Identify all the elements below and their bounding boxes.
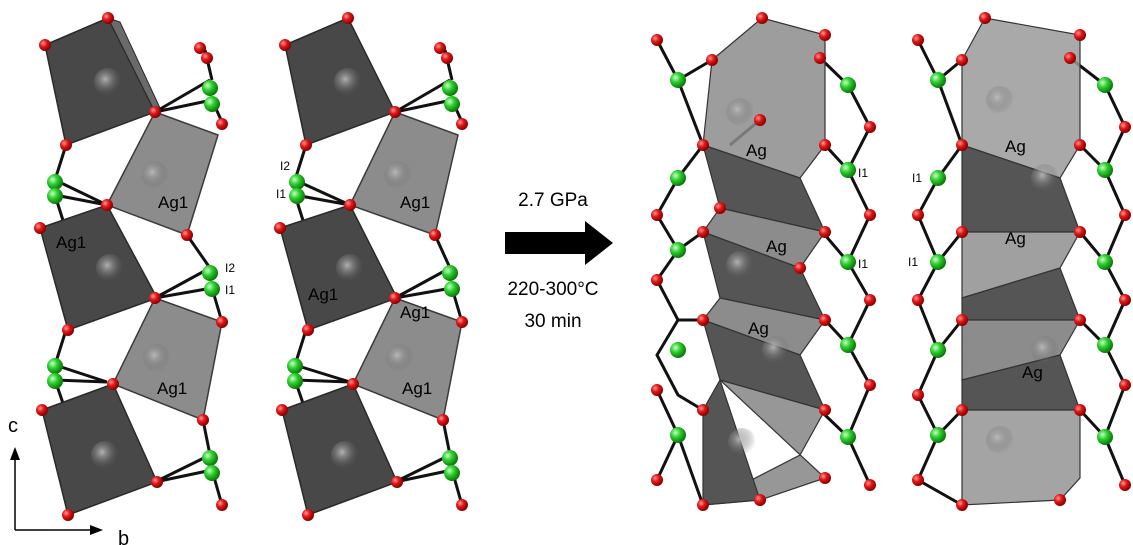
ag-label: Ag <box>1022 363 1043 382</box>
pressure-label: 2.7 GPa <box>518 190 588 211</box>
oxygen-atoms <box>651 12 876 511</box>
duration-label: 30 min <box>524 311 581 332</box>
temperature-label: 220-300°C <box>507 279 598 300</box>
ag-label: Ag <box>1005 229 1026 248</box>
b-axis-label: b <box>118 528 129 545</box>
oxygen-atoms <box>274 12 468 521</box>
iodine-label: I1 <box>858 166 868 180</box>
ag-polyhedron <box>107 17 161 113</box>
ag-label: Ag1 <box>56 233 86 252</box>
iodine-atoms <box>670 72 856 445</box>
ag-label: Ag1 <box>157 379 187 398</box>
ag-label: Ag1 <box>402 379 432 398</box>
iodine-label: I2 <box>280 159 290 173</box>
iodine-label: I1 <box>858 257 868 271</box>
ag-label: Ag1 <box>400 193 430 212</box>
c-axis-label: c <box>8 415 18 437</box>
iodine-label: I1 <box>908 255 918 269</box>
bonds <box>293 49 464 506</box>
iodine-label: I2 <box>225 261 235 275</box>
iodine-atoms <box>47 80 220 481</box>
after-column-1: Ag Ag Ag I1 I1 <box>651 12 876 511</box>
ag-label: Ag <box>766 237 787 256</box>
after-column-2: Ag Ag Ag I1 I1 <box>908 12 1131 511</box>
before-column-1: Ag1 Ag1 Ag1 I2 I1 <box>34 12 235 521</box>
transformation-arrow <box>505 221 613 265</box>
ag-label: Ag <box>1005 137 1026 156</box>
iodine-atoms <box>287 80 460 481</box>
b-axis-arrowhead <box>90 525 103 535</box>
iodine-label: I1 <box>276 187 286 201</box>
oxygen-atoms <box>34 12 228 521</box>
ag-polyhedron <box>961 409 1081 506</box>
ag-label: Ag1 <box>158 193 188 212</box>
ag-label: Ag <box>746 141 767 160</box>
ag-label: Ag1 <box>308 285 338 304</box>
iodine-atoms <box>930 72 1113 445</box>
ag-label: Ag1 <box>400 303 430 322</box>
bonds <box>53 49 224 506</box>
transformation: 2.7 GPa 220-300°C 30 min <box>505 190 613 332</box>
iodine-label: I1 <box>912 171 922 185</box>
iodine-label: I1 <box>225 283 235 297</box>
oxygen-atoms <box>912 12 1131 511</box>
c-axis-arrowhead <box>10 447 20 460</box>
ag-label: Ag <box>748 319 769 338</box>
axes-indicator: c b <box>8 415 129 545</box>
before-column-2: Ag1 Ag1 Ag1 Ag1 I2 I1 <box>274 12 468 521</box>
